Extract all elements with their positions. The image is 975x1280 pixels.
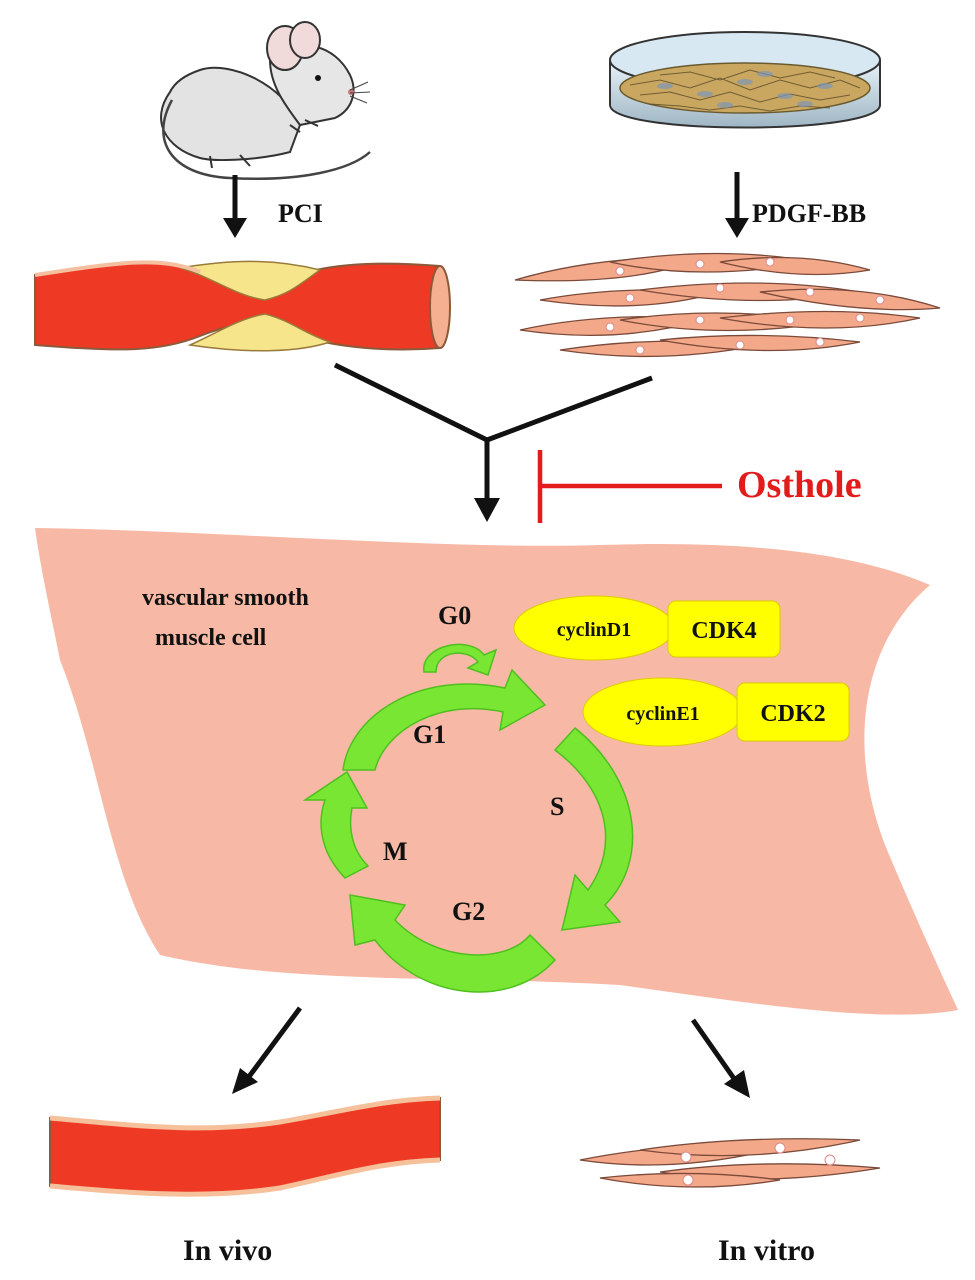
g2-arrow [349,894,557,993]
vsmc-label-line2: muscle cell [155,625,267,651]
phase-s: S [550,792,564,821]
arrow-to-in-vivo [232,1006,303,1094]
cyclin-d1-label: cyclinD1 [557,619,631,641]
phase-g0: G0 [438,601,471,630]
stenotic-vessel [34,260,451,352]
pdgf-arrow [725,172,749,238]
quiescent-smc-nuclei [680,1142,836,1186]
pci-label: PCI [278,199,323,228]
smc-nuclei [605,257,885,355]
proliferating-smc-cluster [514,252,941,358]
phase-m: M [383,837,408,866]
mouse-icon [160,21,371,180]
arrow-to-in-vitro [690,1018,750,1098]
in-vitro-label: In vitro [718,1234,815,1267]
g1-arrow [342,668,547,771]
osthole-label: Osthole [737,464,862,506]
phase-g2: G2 [452,897,485,926]
cdk4-label: CDK4 [691,618,756,644]
cell-cycle [302,643,634,993]
complex-cyclind1-cdk4: cyclinD1 CDK4 [513,595,781,661]
in-vivo-label: In vivo [183,1234,272,1267]
converging-lines [333,362,653,502]
g0-loop-arrow [423,643,498,676]
pci-arrow [223,175,247,238]
inhibition-bar [537,450,722,523]
vsmc-label-line1: vascular smooth [142,585,309,611]
pdgf-bb-label: PDGF-BB [752,199,866,228]
down-arrow-to-cell [474,498,500,522]
s-arrow [553,726,634,931]
healthy-vessel [49,1095,441,1197]
cdk2-label: CDK2 [760,701,825,727]
petri-dish-icon [609,31,881,129]
m-arrow [302,770,370,879]
complex-cycline1-cdk2: cyclinE1 CDK2 [582,677,850,747]
quiescent-smc-cluster [579,1138,881,1188]
phase-g1: G1 [413,720,446,749]
cyclin-e1-label: cyclinE1 [626,703,699,725]
